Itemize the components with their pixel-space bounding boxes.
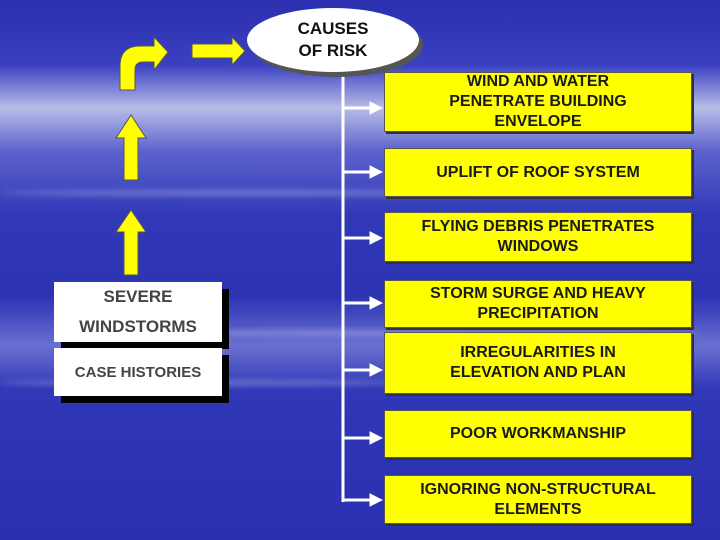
arrowhead-icon: [369, 165, 384, 179]
cause-box: STORM SURGE AND HEAVY PRECIPITATION: [384, 280, 692, 328]
cloud-streak: [0, 190, 500, 196]
bent-arrow-icon: [119, 35, 169, 91]
cause-box: POOR WORKMANSHIP: [384, 410, 692, 458]
branch-lines: [341, 72, 384, 507]
causes-of-risk-ellipse: CAUSES OF RISK: [247, 8, 419, 72]
arrowhead-icon: [369, 363, 384, 377]
arrowhead-icon: [369, 431, 384, 445]
cause-box: IGNORING NON-STRUCTURAL ELEMENTS: [384, 475, 692, 524]
severe-windstorms-box: SEVERE WINDSTORMS: [54, 282, 222, 342]
cause-box: IRREGULARITIES IN ELEVATION AND PLAN: [384, 332, 692, 394]
branch-arrows: [343, 101, 384, 507]
case-histories-box: CASE HISTORIES: [54, 348, 222, 396]
up-arrow-icon: [115, 209, 147, 276]
arrowhead-icon: [369, 296, 384, 310]
cause-box: FLYING DEBRIS PENETRATES WINDOWS: [384, 212, 692, 262]
up-arrow-icon: [115, 114, 147, 181]
arrowhead-icon: [369, 101, 384, 115]
right-arrow-icon: [191, 35, 246, 67]
cause-box: UPLIFT OF ROOF SYSTEM: [384, 148, 692, 197]
cause-box: WIND AND WATER PENETRATE BUILDING ENVELO…: [384, 72, 692, 132]
arrowhead-icon: [369, 231, 384, 245]
arrowhead-icon: [369, 493, 384, 507]
